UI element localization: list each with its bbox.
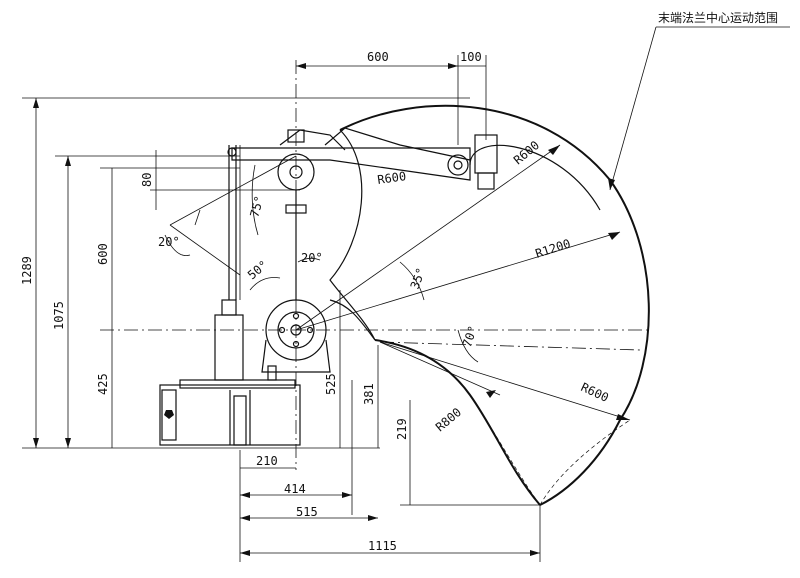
dim-414: 414 <box>284 482 306 496</box>
dimension-lines <box>22 55 630 562</box>
dim-525: 525 <box>324 373 338 395</box>
centerlines <box>100 60 650 470</box>
angle-70: 70° <box>460 324 481 349</box>
dim-1289: 1289 <box>20 256 34 285</box>
workspace-envelope <box>329 104 650 506</box>
title-label: 末端法兰中心运动范围 <box>658 10 778 25</box>
dim-381: 381 <box>362 383 376 405</box>
radius-r600-top: R600 <box>511 138 542 167</box>
dim-515: 515 <box>296 505 318 519</box>
labels: 末端法兰中心运动范围 600 100 1289 1075 600 425 80 … <box>20 10 778 553</box>
robot-arm <box>227 127 498 300</box>
dim-210: 210 <box>256 454 278 468</box>
leader-line <box>608 26 790 191</box>
robot-base <box>159 145 301 446</box>
dim-1115: 1115 <box>368 539 397 553</box>
dim-600: 600 <box>96 243 110 265</box>
radius-r600-upper: R600 <box>376 169 407 187</box>
angle-75: 75° <box>247 194 266 219</box>
angle-arcs <box>164 164 479 363</box>
dim-top-600: 600 <box>367 50 389 64</box>
radius-r1200: R1200 <box>534 236 573 260</box>
dim-425: 425 <box>96 373 110 395</box>
dim-80: 80 <box>140 173 154 187</box>
dim-1075: 1075 <box>52 301 66 330</box>
dim-top-100: 100 <box>460 50 482 64</box>
radius-r800: R800 <box>433 405 464 434</box>
dim-219: 219 <box>395 418 409 440</box>
radius-r600-lower: R600 <box>579 380 611 405</box>
angle-35: 35° <box>408 266 429 291</box>
